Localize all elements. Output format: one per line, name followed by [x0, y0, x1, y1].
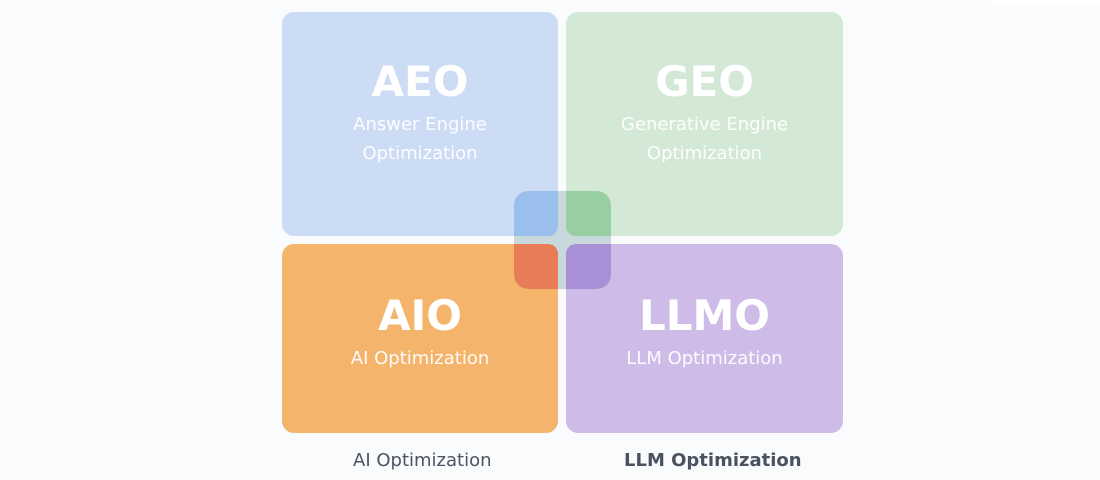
overlap-purple [566, 244, 611, 289]
center-overlap [514, 191, 611, 289]
quadrant-aeo: AEO Answer Engine Optimization [282, 12, 558, 236]
full-name-line-1: Answer Engine [353, 114, 487, 135]
quadrant-abbr: AEO [371, 57, 469, 106]
quadrant-aio: AIO AI Optimization [282, 244, 558, 433]
quadrant-abbr: LLMO [638, 291, 771, 340]
full-name-line-2: Optimization [362, 143, 478, 164]
quadrant-llmo: LLMO LLM Optimization [566, 244, 843, 433]
quadrant-abbr: AIO [378, 291, 462, 340]
quadrant-full-name: Answer Engine Optimization [282, 110, 558, 168]
caption-left: AI Optimization [353, 450, 492, 471]
overlap-blue [514, 191, 558, 236]
quadrant-full-name: AI Optimization [350, 348, 490, 369]
quadrant-geo: GEO Generative Engine Optimization [566, 12, 843, 236]
overlap-green [566, 191, 611, 236]
full-name-line-1: Generative Engine [620, 114, 789, 135]
quadrant-abbr: GEO [655, 57, 754, 106]
quadrant-full-name: LLM Optimization [626, 348, 783, 369]
caption-right: LLM Optimization [624, 450, 802, 471]
overlap-orange [514, 244, 558, 289]
top-edge-strip [990, 0, 1100, 4]
quadrant-full-name: Generative Engine Optimization [566, 110, 843, 168]
full-name-line-2: Optimization [646, 143, 763, 164]
